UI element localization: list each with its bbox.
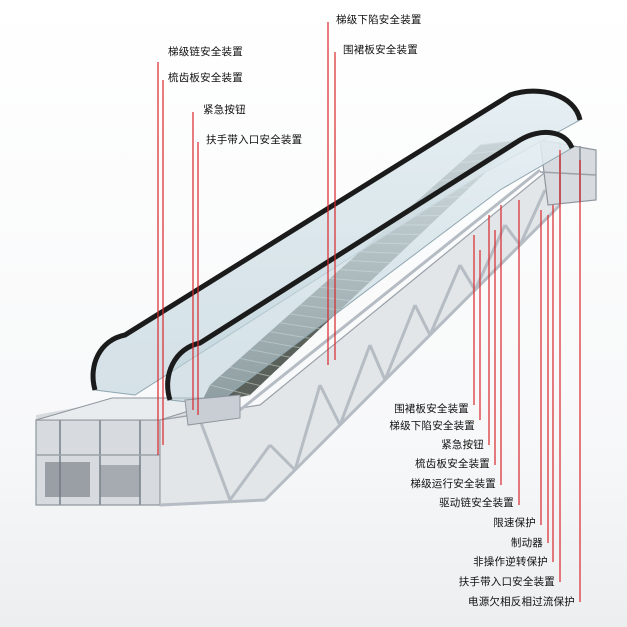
balustrade-glass-rear xyxy=(90,88,583,396)
label-comb-plate-safety: 梳齿板安全装置 xyxy=(168,72,243,84)
label-handrail-entry-safety: 扶手带入口安全装置 xyxy=(206,134,303,146)
balustrade-glass-front xyxy=(165,129,575,426)
label-overspeed-protection: 限速保护 xyxy=(493,517,536,529)
leader-lines xyxy=(157,22,581,602)
label-handrail-entry-safety-2: 扶手带入口安全装置 xyxy=(458,576,555,588)
label-emergency-button-2: 紧急按钮 xyxy=(441,439,484,451)
truss-frame xyxy=(159,158,562,507)
label-drive-chain-safety: 驱动链安全装置 xyxy=(439,497,514,509)
label-step-running-safety: 梯级运行安全装置 xyxy=(410,478,496,490)
label-skirt-panel-safety-2: 围裙板安全装置 xyxy=(394,403,469,415)
label-power-phase-protection: 电源欠相反相过流保护 xyxy=(468,596,575,608)
label-brake: 制动器 xyxy=(510,537,543,549)
lower-pit xyxy=(35,397,231,506)
label-step-sag-safety: 梯级下陷安全装置 xyxy=(336,14,422,26)
label-step-sag-safety-2: 梯级下陷安全装置 xyxy=(389,420,475,432)
label-emergency-button: 紧急按钮 xyxy=(203,104,246,116)
label-skirt-panel-safety: 围裙板安全装置 xyxy=(343,44,418,56)
label-comb-plate-safety-2: 梳齿板安全装置 xyxy=(415,458,490,470)
label-step-chain-safety: 梯级链安全装置 xyxy=(168,46,243,58)
label-reversal-protection: 非操作逆转保护 xyxy=(473,556,548,568)
